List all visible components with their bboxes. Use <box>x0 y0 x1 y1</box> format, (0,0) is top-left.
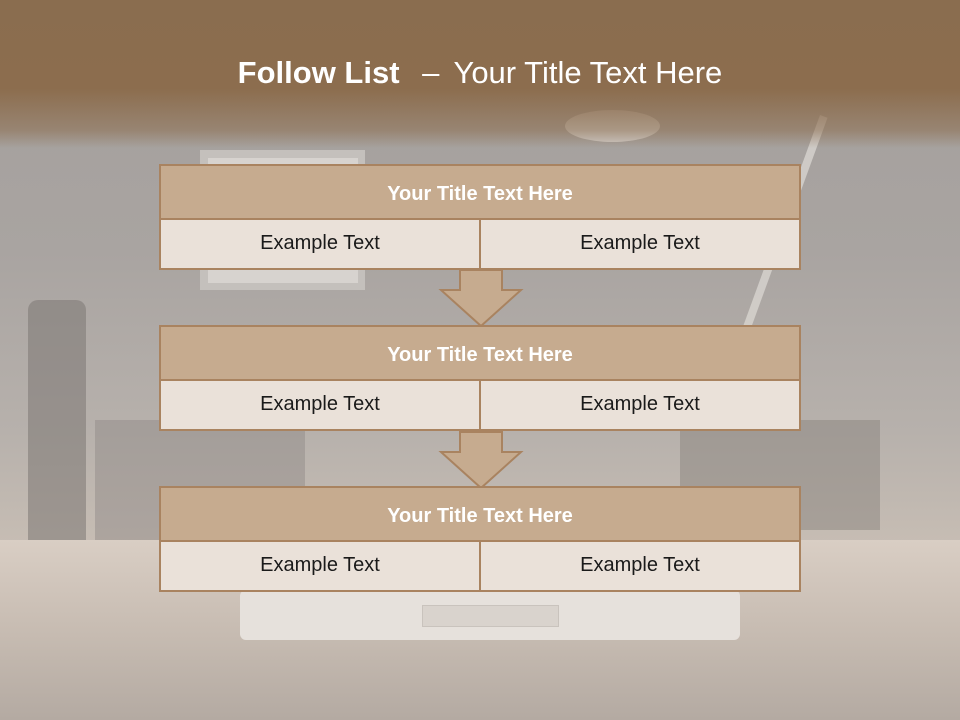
list-block-3[interactable]: Your Title Text Here Example Text Exampl… <box>159 486 801 592</box>
slide-title: Follow List – Your Title Text Here <box>0 55 960 91</box>
slide-title-rest: Your Title Text Here <box>453 55 723 90</box>
block-cell-right[interactable]: Example Text <box>480 542 801 592</box>
block-cell-left[interactable]: Example Text <box>159 542 480 592</box>
header-band <box>0 0 960 148</box>
chair-back <box>28 300 86 540</box>
block-cell-left[interactable]: Example Text <box>159 220 480 270</box>
block-cell-left[interactable]: Example Text <box>159 381 480 431</box>
list-block-1[interactable]: Your Title Text Here Example Text Exampl… <box>159 164 801 270</box>
block-row: Example Text Example Text <box>159 381 801 431</box>
block-row: Example Text Example Text <box>159 220 801 270</box>
slide-title-separator: – <box>422 55 440 90</box>
list-block-2[interactable]: Your Title Text Here Example Text Exampl… <box>159 325 801 431</box>
slide-title-bold: Follow List <box>237 55 400 90</box>
laptop-trackpad <box>422 605 559 627</box>
down-arrow-icon <box>438 269 524 328</box>
block-cell-right[interactable]: Example Text <box>480 381 801 431</box>
block-cell-right[interactable]: Example Text <box>480 220 801 270</box>
block-title[interactable]: Your Title Text Here <box>159 164 801 220</box>
block-title[interactable]: Your Title Text Here <box>159 486 801 542</box>
down-arrow-icon <box>438 431 524 490</box>
block-title[interactable]: Your Title Text Here <box>159 325 801 381</box>
block-row: Example Text Example Text <box>159 542 801 592</box>
